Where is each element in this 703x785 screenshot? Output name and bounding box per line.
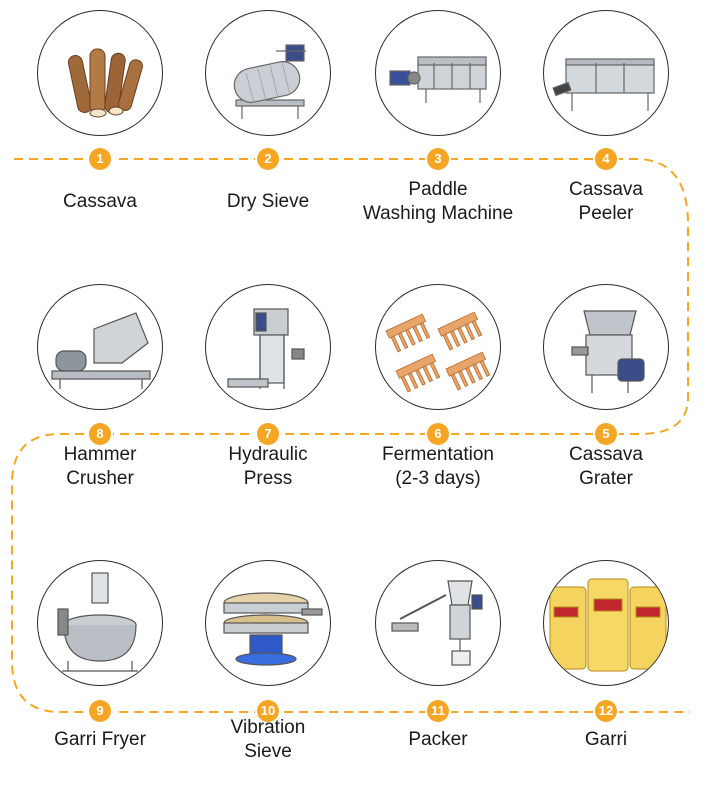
step-number-badge: 3	[427, 148, 449, 170]
step-label: Fermentation (2-3 days)	[338, 443, 538, 491]
step-label-line2: Washing Machine	[362, 203, 514, 224]
step-label-line1: Garri	[584, 729, 628, 750]
step-label-line1: Vibration	[230, 717, 306, 738]
fryer-kettle-icon	[37, 560, 163, 686]
step-number-badge: 4	[595, 148, 617, 170]
step-label-line1: Paddle	[408, 179, 468, 200]
step-label: Hammer Crusher	[0, 443, 200, 491]
step-label-line1: Garri Fryer	[54, 729, 146, 750]
step-label-line2: Grater	[579, 468, 633, 489]
hydraulic-press-icon	[205, 284, 331, 410]
cassava-roots-icon	[37, 10, 163, 136]
step-label-line1: Cassava	[63, 191, 137, 212]
garri-bags-icon	[543, 560, 669, 686]
step-label: Cassava Peeler	[506, 178, 703, 226]
step-label: Paddle Washing Machine	[338, 178, 538, 226]
step-label-line1: Cassava	[569, 179, 643, 200]
step-number-badge: 7	[257, 423, 279, 445]
step-number-badge: 2	[257, 148, 279, 170]
vibration-sieve-icon	[205, 560, 331, 686]
step-number-badge: 8	[89, 423, 111, 445]
grater-icon	[543, 284, 669, 410]
step-label: Cassava Grater	[506, 443, 703, 491]
step-label-line2: Crusher	[66, 468, 134, 489]
step-label-line2: Press	[243, 468, 293, 489]
step-label-line1: Cassava	[569, 444, 643, 465]
step-number-badge: 6	[427, 423, 449, 445]
step-label-line1: Hydraulic	[228, 444, 308, 465]
step-number-badge: 10	[257, 700, 279, 722]
step-label-line1: Dry Sieve	[226, 191, 310, 212]
step-number-badge: 11	[427, 700, 449, 722]
packing-machine-icon	[375, 560, 501, 686]
step-number-badge: 1	[89, 148, 111, 170]
step-label: Garri Fryer	[0, 728, 200, 752]
step-label: Garri	[506, 728, 703, 752]
step-label-line1: Fermentation	[382, 444, 494, 465]
step-label: Cassava	[0, 190, 200, 214]
step-label: Hydraulic Press	[168, 443, 368, 491]
step-label-line2: (2-3 days)	[395, 468, 481, 489]
step-number-badge: 9	[89, 700, 111, 722]
peeler-icon	[543, 10, 669, 136]
step-label-line2: Sieve	[244, 741, 292, 762]
step-label-line2: Peeler	[578, 203, 634, 224]
step-label-line1: Packer	[408, 729, 468, 750]
step-label-line1: Hammer	[63, 444, 137, 465]
wooden-racks-icon	[375, 284, 501, 410]
step-number-badge: 12	[595, 700, 617, 722]
step-label: Vibration Sieve	[168, 716, 368, 764]
washing-machine-icon	[375, 10, 501, 136]
drum-sieve-icon	[205, 10, 331, 136]
step-label: Packer	[338, 728, 538, 752]
step-number-badge: 5	[595, 423, 617, 445]
hammer-crusher-icon	[37, 284, 163, 410]
step-label: Dry Sieve	[168, 190, 368, 214]
